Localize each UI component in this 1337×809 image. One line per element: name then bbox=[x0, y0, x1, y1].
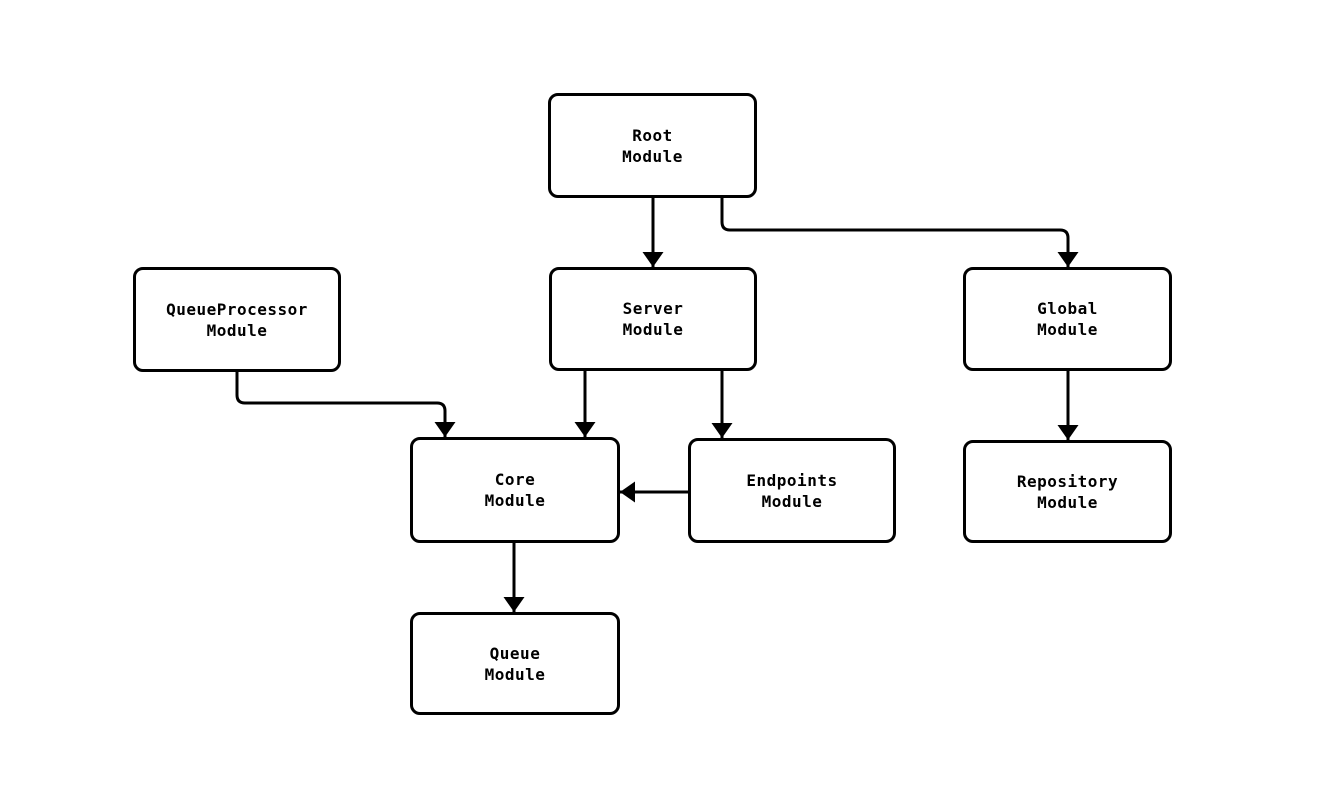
edge-queueprocessor-to-core bbox=[235, 372, 456, 437]
node-endpoints-module-label: Endpoints Module bbox=[746, 470, 838, 511]
node-server-module-label: Server Module bbox=[622, 299, 684, 339]
node-core-module: Core Module bbox=[410, 437, 620, 543]
node-queue-module: Queue Module bbox=[410, 612, 620, 715]
node-repository-module: Repository Module bbox=[963, 440, 1172, 543]
node-queueprocessor-module-label: QueueProcessor Module bbox=[166, 299, 308, 340]
node-root-module-label: Root Module bbox=[622, 125, 683, 166]
edge-root-to-global bbox=[720, 198, 1079, 267]
node-core-module-label: Core Module bbox=[484, 470, 546, 510]
node-queue-module-label: Queue Module bbox=[484, 643, 546, 684]
node-endpoints-module: Endpoints Module bbox=[688, 438, 896, 543]
node-global-module-label: Global Module bbox=[1037, 299, 1098, 339]
node-queueprocessor-module: QueueProcessor Module bbox=[133, 267, 341, 372]
node-server-module: Server Module bbox=[549, 267, 757, 371]
node-root-module: Root Module bbox=[548, 93, 757, 198]
node-global-module: Global Module bbox=[963, 267, 1172, 371]
node-repository-module-label: Repository Module bbox=[1016, 471, 1119, 512]
